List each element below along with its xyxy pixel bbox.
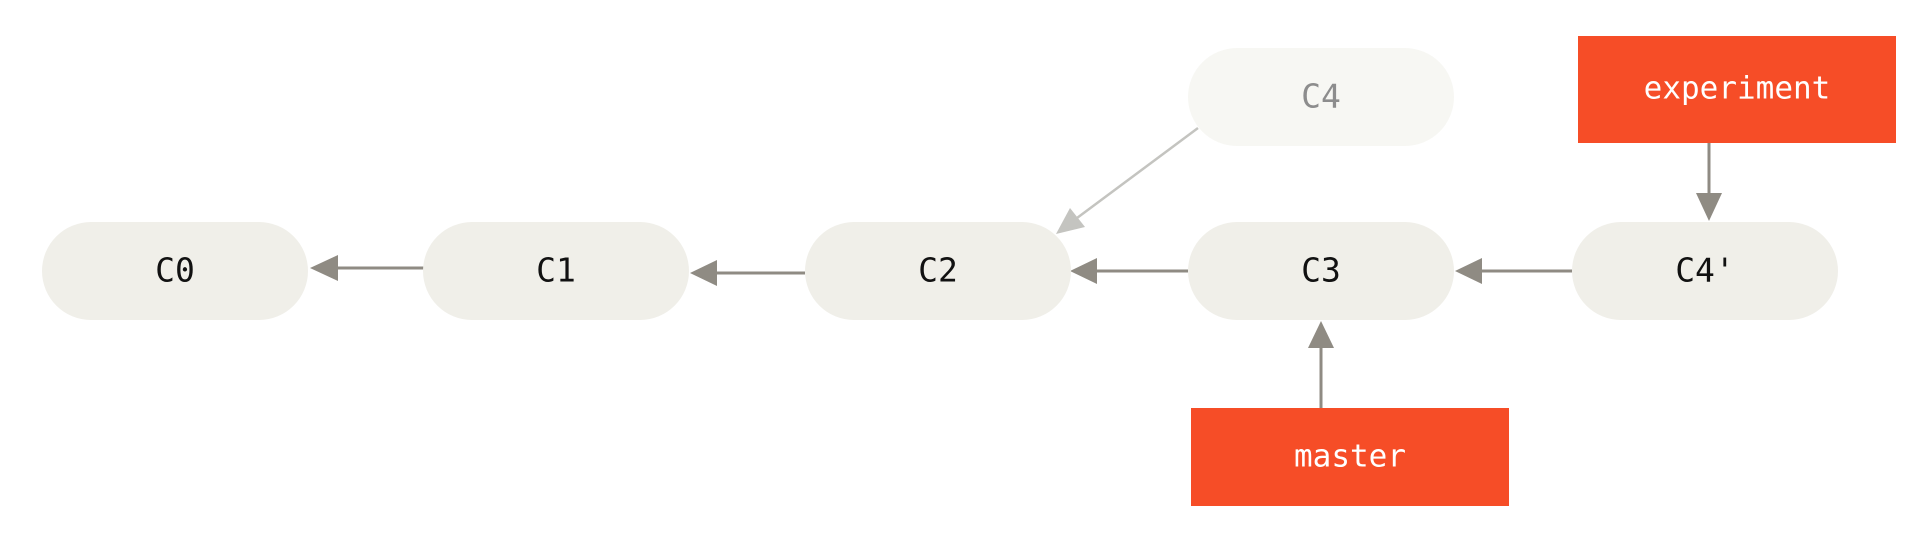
branch-label-experiment: experiment	[1644, 71, 1831, 107]
commit-label-c2: C2	[918, 251, 958, 290]
arrowhead-c3-from-master	[1308, 321, 1334, 348]
arrowhead-c0	[310, 255, 338, 281]
commit-node-c2: C2	[805, 222, 1071, 320]
commit-node-c4-ghost: C4	[1188, 48, 1454, 146]
branch-experiment: experiment	[1578, 36, 1896, 143]
commit-label-c4-ghost: C4	[1301, 77, 1341, 116]
edge-c4-to-c2-ghost	[1076, 126, 1199, 220]
commit-node-c4-rebased: C4'	[1572, 222, 1838, 320]
commit-node-c1: C1	[423, 222, 689, 320]
arrowhead-c2-ghost	[1056, 208, 1085, 234]
arrowhead-c2	[1070, 258, 1097, 284]
commit-node-c0: C0	[42, 222, 308, 320]
branch-master: master	[1191, 408, 1509, 506]
commit-label-c4-rebased: C4'	[1675, 251, 1735, 290]
commit-label-c1: C1	[536, 251, 576, 290]
commit-label-c3: C3	[1301, 251, 1341, 290]
commit-node-c3: C3	[1188, 222, 1454, 320]
branch-label-master: master	[1294, 439, 1406, 475]
arrowhead-c3	[1455, 258, 1482, 284]
arrowhead-c4prime	[1696, 193, 1722, 221]
commit-label-c0: C0	[155, 251, 195, 290]
edges	[310, 126, 1722, 408]
arrowhead-c1	[690, 260, 717, 286]
